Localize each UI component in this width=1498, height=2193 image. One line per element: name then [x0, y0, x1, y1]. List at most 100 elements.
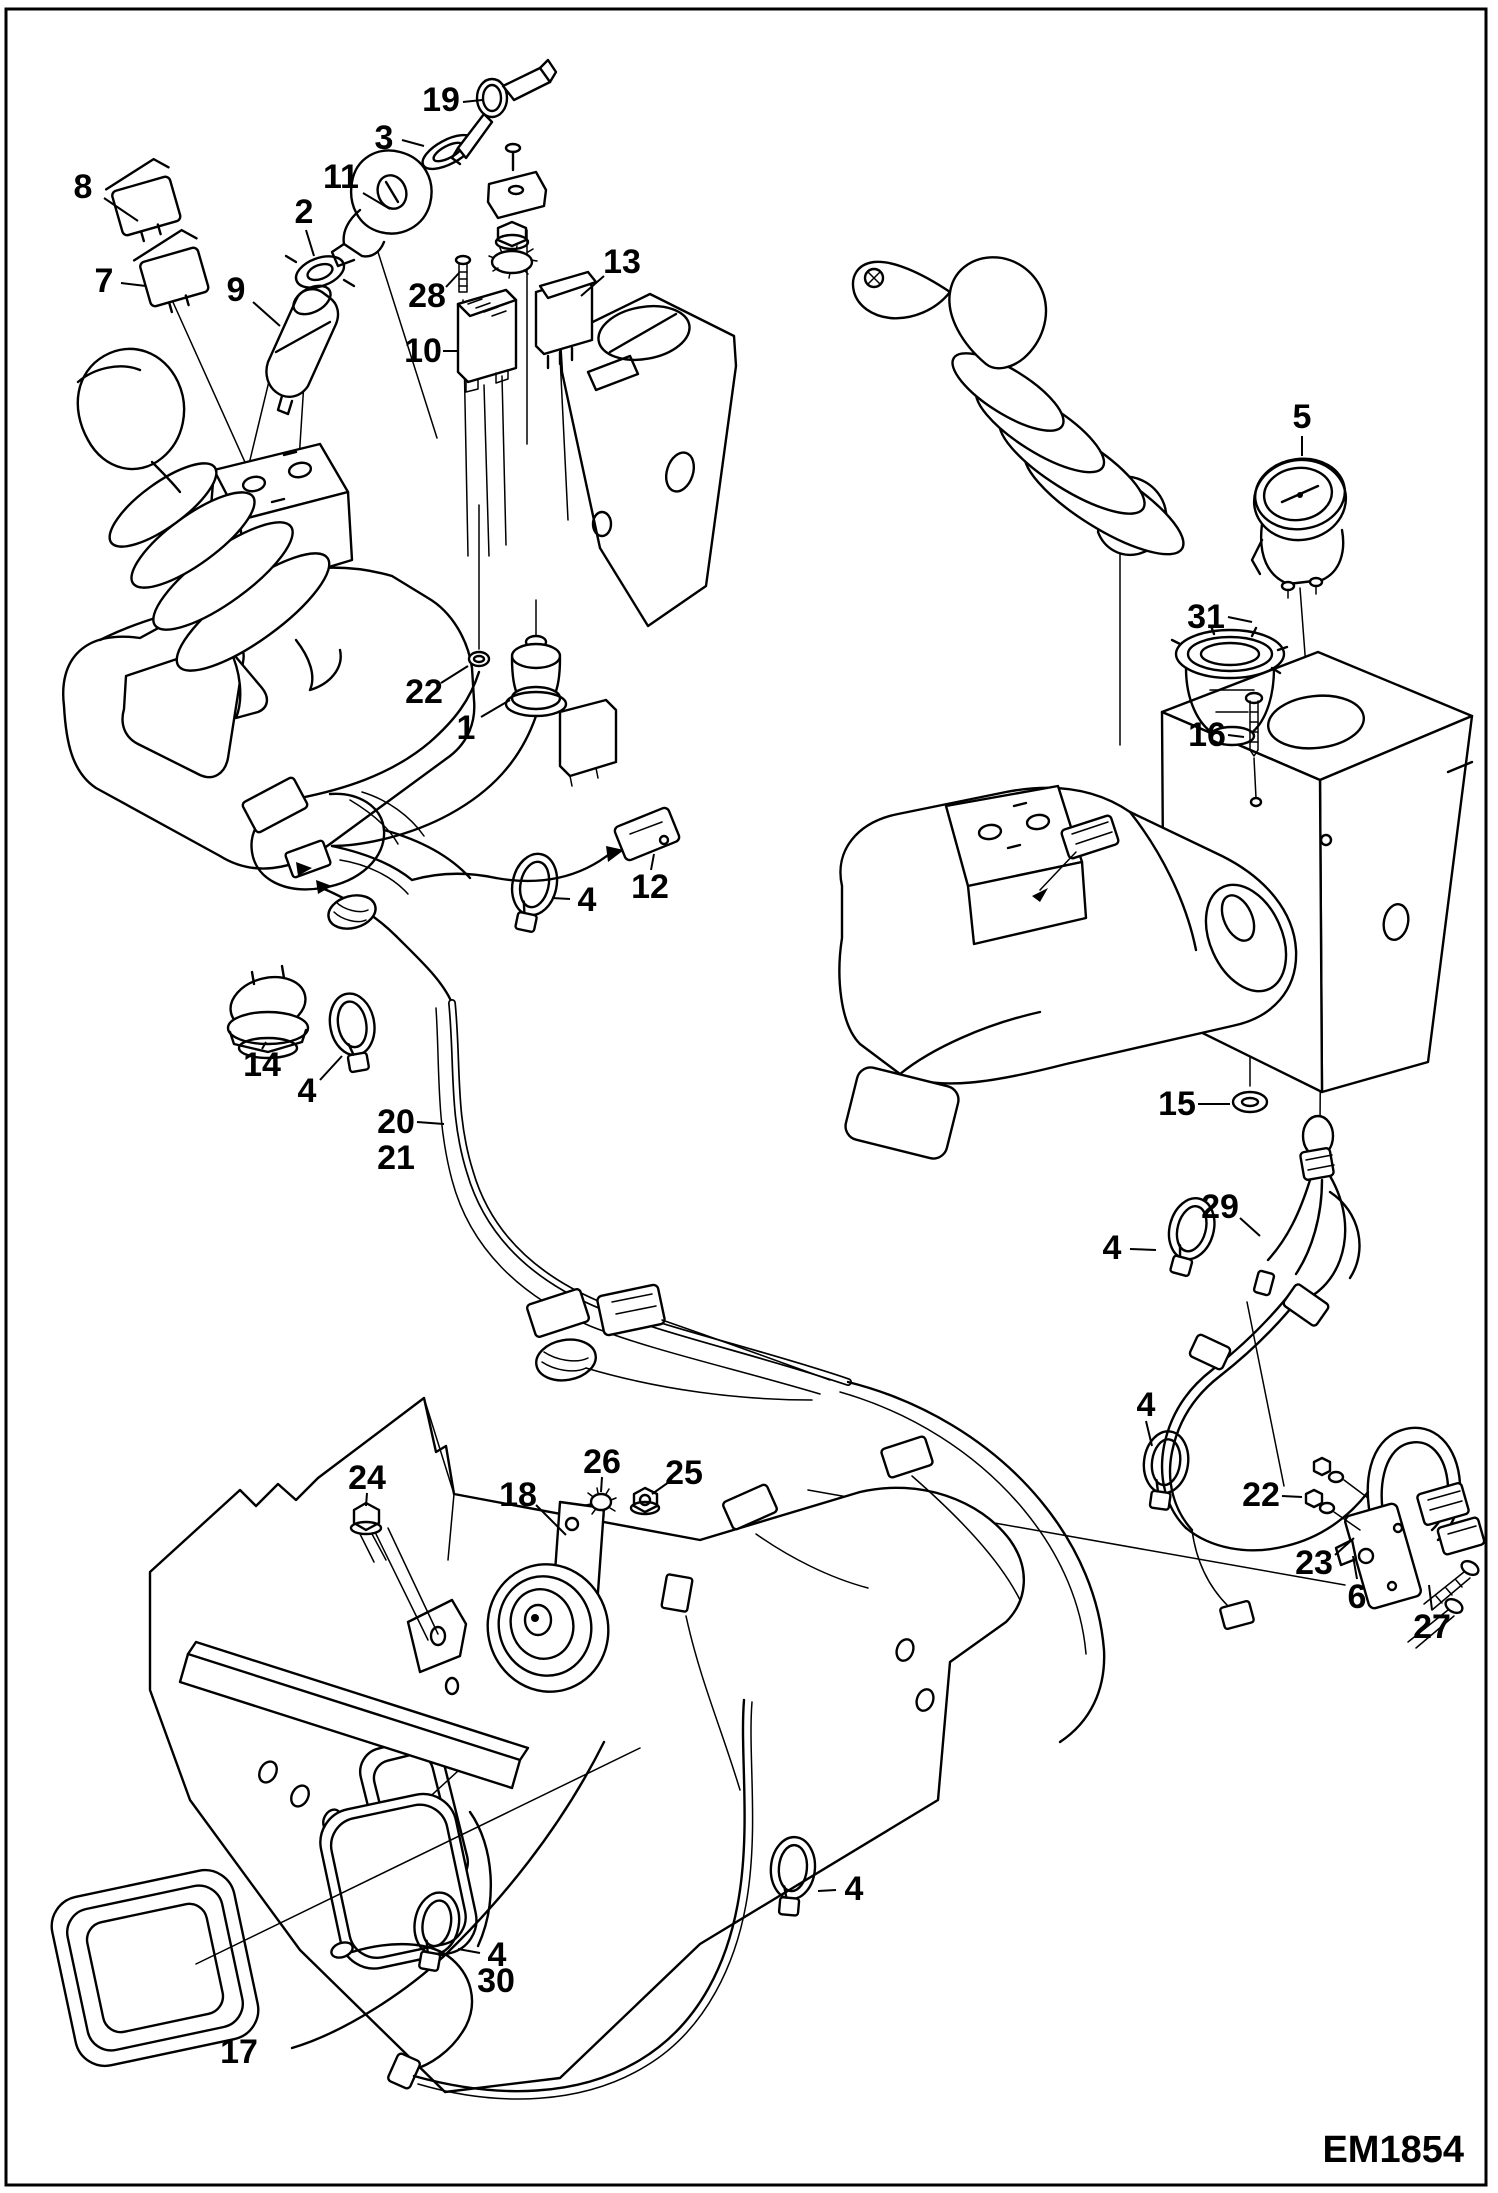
page-border — [4, 7, 1488, 2187]
callout-leader-20 — [416, 1121, 445, 1125]
callout-25: 25 — [665, 1454, 703, 1492]
callout-leader-26 — [600, 1476, 603, 1493]
relay-7 — [128, 225, 216, 320]
screw-16 — [1244, 691, 1264, 808]
callout-2: 2 — [295, 193, 314, 231]
callout-20: 20 — [377, 1103, 415, 1141]
callout-leader-4 — [319, 1055, 343, 1081]
callout-4: 4 — [845, 1870, 864, 1908]
nut-22 — [467, 650, 491, 668]
left-console-assembly — [62, 58, 738, 870]
plug-14 — [226, 964, 310, 1060]
callout-16: 16 — [1188, 716, 1226, 754]
socket-31 — [1170, 624, 1289, 747]
callout-leader-6 — [1352, 1555, 1358, 1580]
callout-leader-7 — [120, 282, 147, 287]
callout-23: 23 — [1295, 1544, 1333, 1582]
harness-cable-20-21 — [435, 999, 852, 1401]
callout-leader-14 — [261, 1041, 267, 1050]
callout-6: 6 — [1348, 1578, 1367, 1616]
callout-leader-2 — [305, 229, 315, 257]
washer-26 — [585, 1487, 617, 1517]
callout-30: 30 — [477, 1962, 515, 2000]
screw-28 — [454, 254, 472, 293]
callout-leader-1 — [480, 699, 511, 718]
callout-19: 19 — [422, 81, 460, 119]
left-harness — [226, 670, 681, 1076]
horn-bracket-assembly — [148, 1396, 1025, 2094]
callout-9: 9 — [227, 271, 246, 309]
callout-4: 4 — [488, 1936, 507, 1974]
callout-leader-11 — [362, 192, 391, 210]
harness-29 — [1160, 1283, 1370, 1631]
right-console-body — [838, 784, 1298, 1160]
rocker-switch-13 — [534, 270, 598, 370]
callout-3: 3 — [375, 119, 394, 157]
figure-code: EM1854 — [1322, 2129, 1464, 2171]
callout-4: 4 — [298, 1072, 317, 1110]
callout-8: 8 — [74, 168, 93, 206]
callout-leader-3 — [401, 139, 425, 147]
washer-15 — [1231, 1090, 1269, 1114]
callout-22: 22 — [1242, 1476, 1280, 1514]
lamp-socket — [1252, 1114, 1361, 1304]
callout-leader-4 — [551, 897, 571, 900]
callout-leader-4 — [457, 1948, 481, 1954]
callout-26: 26 — [583, 1443, 621, 1481]
callout-leader-23 — [1334, 1537, 1355, 1556]
socket-9 — [265, 284, 340, 416]
nut-25 — [629, 1486, 661, 1516]
cable-tie-4 — [1136, 1427, 1194, 1514]
switch-cap-stack — [486, 142, 548, 279]
callout-leader-29 — [1239, 1217, 1261, 1237]
socket-2 — [284, 254, 356, 303]
cable-tie-4 — [323, 988, 384, 1076]
left-mount-panel — [558, 292, 738, 628]
lamp-assembly-17 — [50, 1698, 754, 2100]
callout-31: 31 — [1187, 598, 1225, 636]
callout-leader-18 — [535, 1504, 567, 1536]
left-joystick — [76, 347, 342, 720]
callout-10: 10 — [404, 332, 442, 370]
callout-leader-4 — [1145, 1420, 1153, 1447]
callout-leader-22 — [440, 665, 469, 684]
callout-18: 18 — [499, 1476, 537, 1514]
callout-leader-13 — [580, 275, 605, 297]
connector-12 — [613, 806, 681, 862]
callout-leader-22 — [1281, 1495, 1303, 1498]
callout-leader-31 — [1227, 616, 1253, 623]
cable-tie-4 — [502, 848, 564, 937]
callout-4: 4 — [1137, 1386, 1156, 1424]
screw-27 — [1407, 1559, 1480, 1649]
callout-13: 13 — [603, 243, 641, 281]
callout-27: 27 — [1413, 1608, 1451, 1646]
relay-10 — [456, 288, 518, 393]
callout-leader-28 — [445, 272, 460, 288]
relay-8 — [100, 154, 188, 249]
callout-leader-4 — [817, 1889, 837, 1892]
callout-leader-25 — [651, 1481, 670, 1495]
callout-leader-16 — [1227, 734, 1245, 738]
callout-7: 7 — [95, 262, 114, 300]
callout-21: 21 — [377, 1139, 415, 1177]
callout-4: 4 — [1103, 1229, 1122, 1267]
callout-1: 1 — [457, 709, 476, 747]
callout-4: 4 — [578, 881, 597, 919]
right-joystick — [851, 256, 1185, 557]
callout-22: 22 — [405, 673, 443, 711]
key-19 — [450, 58, 558, 166]
callout-29: 29 — [1201, 1188, 1239, 1226]
bolt-24 — [349, 1501, 439, 1641]
callout-leader-8 — [103, 197, 139, 222]
callout-leader-4 — [1129, 1248, 1157, 1251]
harness-clip — [1032, 814, 1120, 902]
callout-leader-12 — [650, 853, 655, 871]
callout-leader-9 — [252, 301, 281, 327]
horn-18 — [486, 1500, 610, 1693]
callout-leader-19 — [462, 99, 483, 103]
callout-leader-27 — [1428, 1584, 1433, 1611]
callout-12: 12 — [631, 868, 669, 906]
